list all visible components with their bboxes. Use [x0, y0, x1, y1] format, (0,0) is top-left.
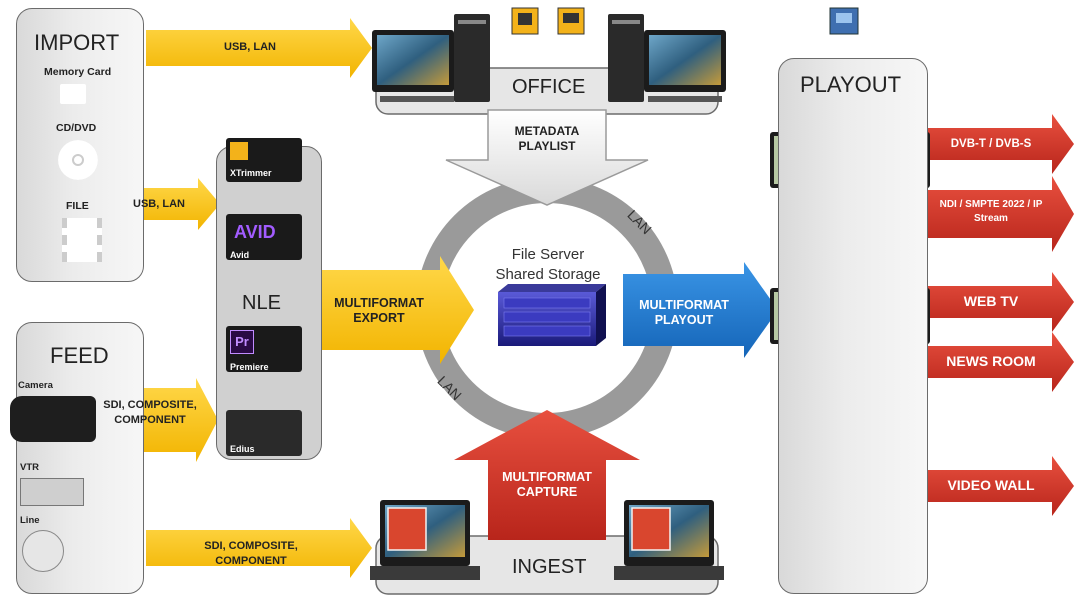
nle-title: NLE [242, 292, 281, 314]
camera-icon [10, 396, 96, 442]
export-arrow [318, 256, 474, 364]
playout-app-icon [829, 7, 859, 35]
disc-icon [58, 140, 98, 180]
file-label: FILE [66, 200, 89, 212]
line-ingest-arrow [146, 518, 372, 578]
out-arrow-ip [928, 176, 1074, 252]
office-title: OFFICE [512, 76, 586, 98]
line-label: Line [20, 515, 40, 526]
avid-label: Avid [230, 250, 250, 260]
capture-app-icon [557, 7, 585, 35]
office-workstation-left [372, 14, 490, 102]
ingest-workstation-right [614, 500, 724, 580]
ingest-title: INGEST [512, 556, 587, 578]
metadata-label: METADATA PLAYLIST [514, 124, 580, 153]
line-ingest-label: SDI, COMPOSITE, COMPONENT [204, 540, 298, 567]
file-nle-label: USB, LAN [133, 198, 185, 210]
metadata-arrow [445, 109, 649, 206]
camera-label: Camera [18, 380, 53, 391]
server-icon [498, 284, 606, 346]
out-arrow-videowall [928, 456, 1074, 516]
satellite-dish-icon [22, 530, 64, 572]
capture-label: MULTIFORMAT CAPTURE [502, 470, 592, 499]
output-videowall-label: VIDEO WALL [947, 477, 1035, 493]
xtrimmer-label: XTrimmer [230, 168, 272, 178]
premiere-label: Premiere [230, 362, 269, 372]
playout-title: PLAYOUT [800, 72, 902, 97]
premiere-icon: Pr [226, 326, 302, 372]
feed-nle-label: SDI, COMPOSITE, COMPONENT [103, 399, 197, 426]
file-nle-arrow [122, 178, 220, 230]
import-office-arrow [146, 18, 372, 78]
out-arrow-dvb [928, 114, 1074, 174]
out-arrow-newsroom [928, 332, 1074, 392]
output-webtv-label: WEB TV [963, 293, 1019, 309]
playout-arrow-label: MULTIFORMAT PLAYOUT [639, 298, 729, 327]
vtr-icon [20, 478, 84, 506]
xtrimmer-app-icon [511, 7, 539, 35]
ingest-workstation-left [370, 500, 480, 580]
output-ip-label: NDI / SMPTE 2022 / IP Stream [939, 199, 1043, 224]
avid-icon: AVID [226, 214, 302, 260]
cd-dvd-label: CD/DVD [56, 122, 97, 134]
output-newsroom-label: NEWS ROOM [946, 353, 1036, 369]
out-arrow-webtv [928, 272, 1074, 332]
import-title: IMPORT [34, 30, 120, 55]
nle-panel [216, 146, 322, 460]
export-label: MULTIFORMAT EXPORT [334, 296, 424, 325]
edius-label: Edius [230, 444, 255, 454]
office-workstation-right [608, 14, 726, 102]
playout-arrow [623, 262, 778, 358]
memory-card-label: Memory Card [44, 66, 112, 78]
output-dvb-label: DVB-T / DVB-S [950, 138, 1032, 150]
shared-storage-label: Shared Storage [495, 266, 601, 283]
film-file-icon [62, 218, 102, 262]
capture-arrow [454, 410, 640, 540]
vtr-label: VTR [20, 462, 39, 473]
file-server-label: File Server [511, 246, 585, 263]
memory-card-icon [60, 84, 86, 104]
feed-title: FEED [50, 343, 109, 368]
edius-icon [226, 410, 302, 456]
playout-panel [778, 58, 928, 594]
import-office-label: USB, LAN [224, 41, 276, 53]
xtrimmer-icon [226, 138, 302, 182]
